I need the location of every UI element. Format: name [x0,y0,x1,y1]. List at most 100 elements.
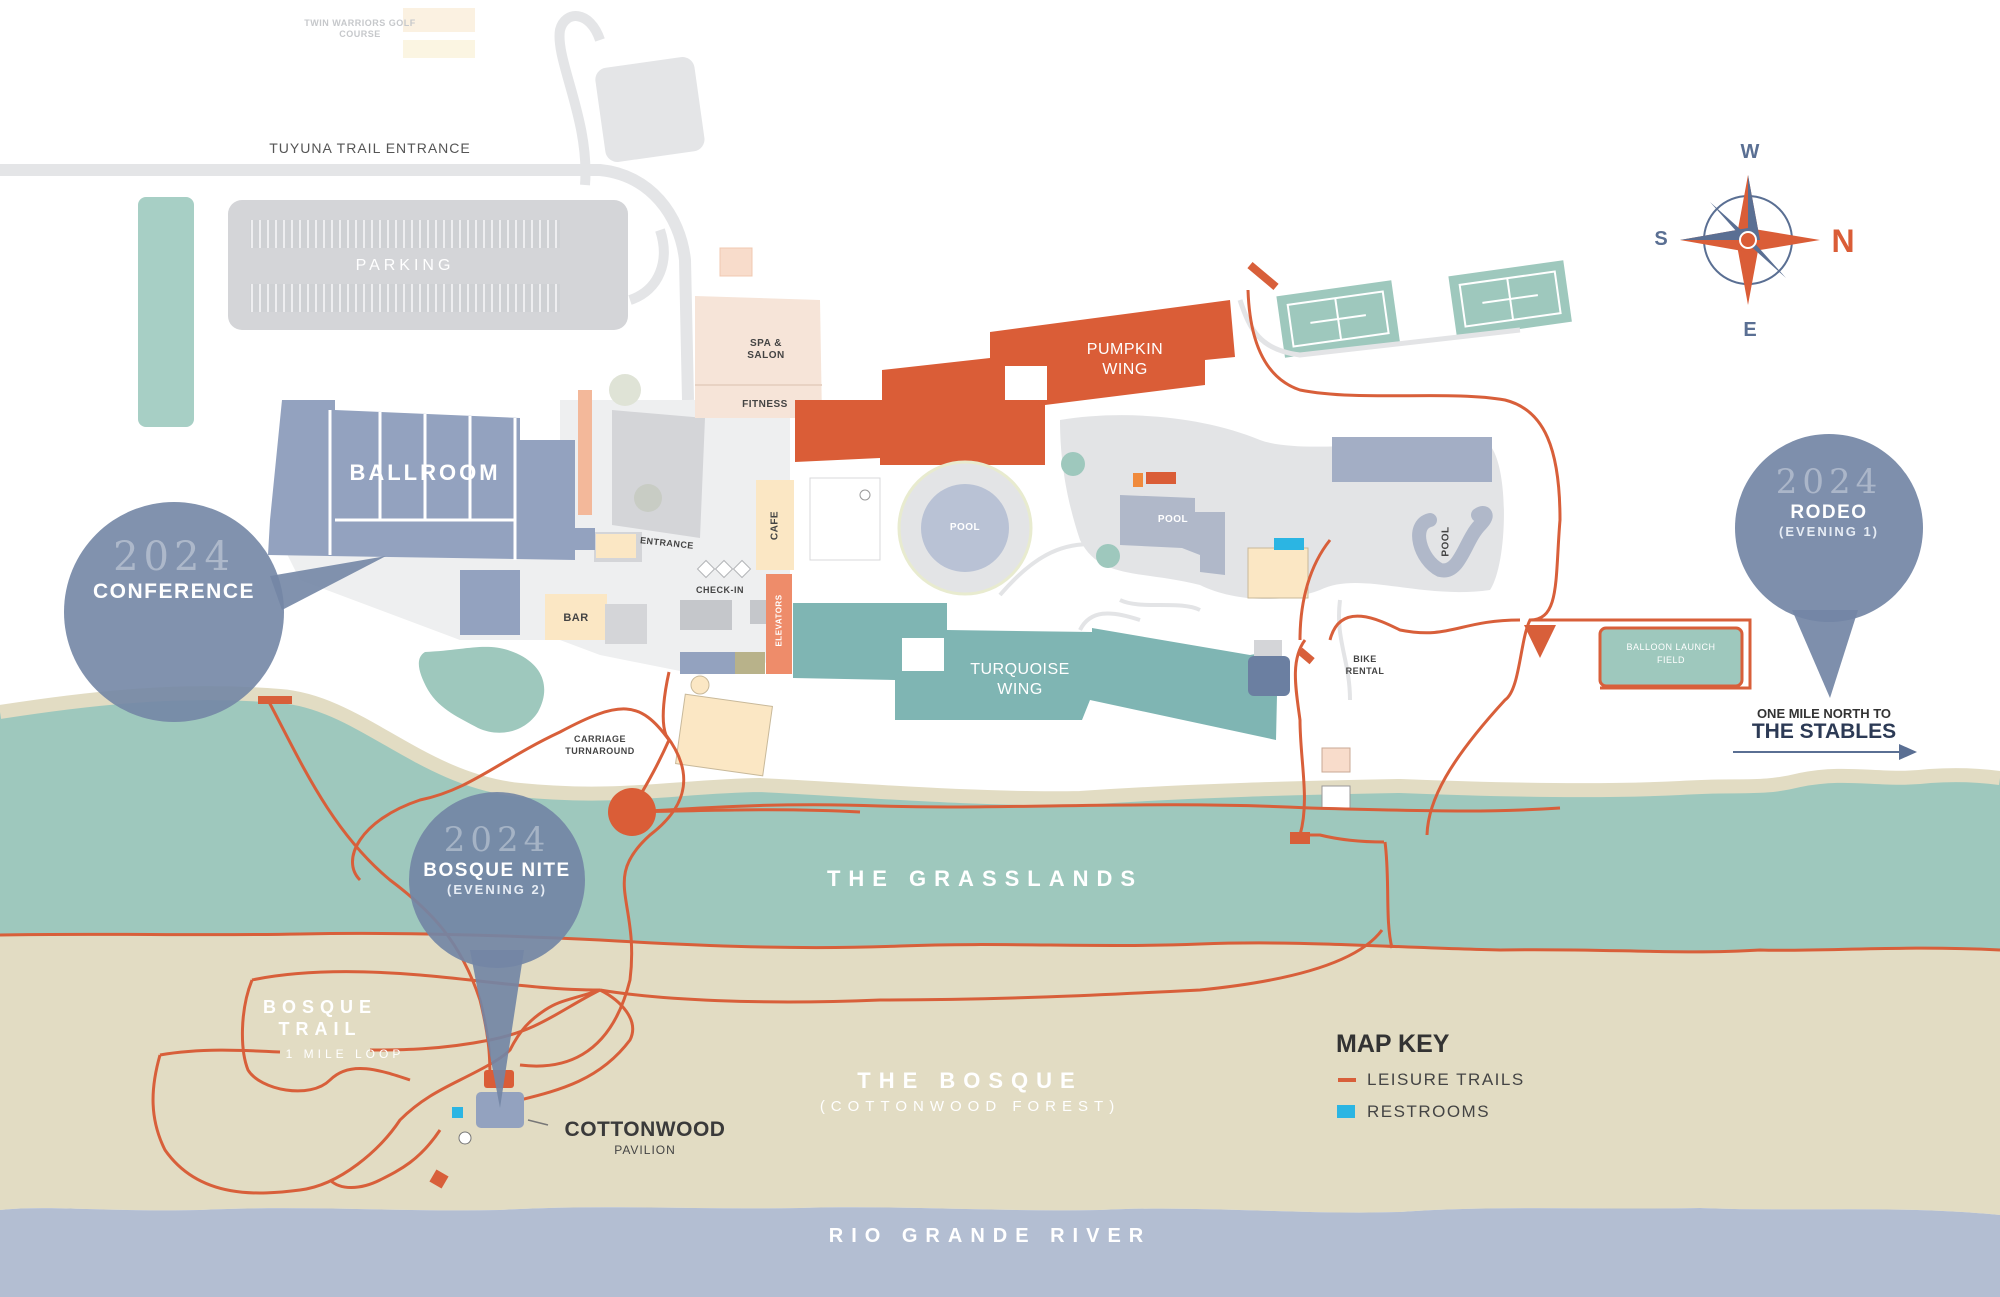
trailhead-marker-west [258,696,292,704]
golf-shed [595,57,705,162]
parking-stalls-top [250,220,560,248]
carriage-building [674,693,774,777]
trailhead-marker-balloon [1524,625,1556,658]
tennis-court-2 [1448,260,1572,338]
cottonwood-pavilion [476,1092,524,1128]
tennis-walkway [1237,299,1521,358]
fountain [609,374,641,406]
bosque-nite-bubble: 2024 BOSQUE NITE (EVENING 2) [397,820,597,897]
cottonwood-dot [458,1131,472,1145]
cafe-label: CAFE [769,510,781,541]
parking-label: PARKING [355,257,455,274]
balloon-field [1598,626,1744,688]
east-pool-red [1146,472,1176,484]
cabana-restroom [1274,538,1304,550]
balloon-field-label: BALLOON LAUNCH FIELD [1626,642,1716,665]
turquoise-wing-label: TURQUOISE WING [970,661,1070,698]
spa-building [695,296,822,418]
courtyard-lawn [612,410,705,538]
ballroom-label: BALLROOM [349,460,501,485]
rodeo-year: 2024 [1775,462,1883,502]
cottonwood-leader [527,1119,549,1126]
bike-rental-hut-2 [1321,785,1351,809]
lobby-olive [735,652,765,674]
golf-course-label: TWIN WARRIORS GOLF COURSE [304,18,416,39]
elevators [766,574,792,674]
elevators-label: ELEVATORS [774,594,784,647]
bike-rental-label: BIKE RENTAL [1345,654,1385,676]
map-key-trails: LEISURE TRAILS [1367,1070,1525,1089]
conference-title: CONFERENCE [92,580,255,603]
grasslands-zone [0,693,2000,952]
garden-1 [1061,452,1085,476]
compass-e: E [1743,319,1757,341]
tuyuna-trail-label: TUYUNA TRAIL ENTRANCE [269,140,471,156]
river-label: RIO GRANDE RIVER [828,1225,1152,1247]
rodeo-bubble: 2024 RODEO (EVENING 1) [1729,462,1929,539]
bike-rental-path [1337,599,1352,701]
cabana-block [1247,547,1309,599]
pool-deck [809,477,881,561]
compass-w: W [1740,141,1760,163]
pool-deck-dot [859,489,871,501]
east-pool-label: POOL [1157,514,1189,525]
east-pool-orange [1133,473,1143,487]
compass-n: N [1831,223,1855,259]
golf-course-swatch [403,8,475,32]
checkin-label: CHECK-IN [696,585,744,595]
lobby-gray-2 [750,600,768,624]
bosque-trail-sub-label: 1 MILE LOOP [285,1047,405,1061]
river-zone [0,1207,2000,1297]
stables-label: THE STABLES [1751,720,1897,743]
ballroom-strip [578,390,592,515]
carriage-label: CARRIAGE TURNAROUND [565,734,635,756]
bosque-label: THE BOSQUE [857,1068,1083,1093]
map-key-title: MAP KEY [1336,1030,1450,1058]
main-pool-label: POOL [949,522,981,533]
trailhead-marker-bike [1297,647,1315,665]
compass-rose [1680,175,1820,305]
resort-ground [270,520,780,675]
conference-bubble: 2024 CONFERENCE [64,534,284,604]
parking-stalls-bottom [250,284,560,312]
rodeo-pin [1735,434,1923,698]
spa-annex [719,247,753,277]
entrance-cream [596,534,636,558]
main-pool [921,484,1009,572]
lobby-blue [680,652,735,674]
bar-building [545,594,607,640]
checkin-kiosks [696,559,752,579]
trailhead-marker-south [1290,832,1310,844]
cottonwood-restroom [452,1107,463,1118]
grasslands-label: THE GRASSLANDS [826,866,1144,891]
carriage-dot [690,675,710,695]
lobby-gray-1 [680,600,732,630]
lazy-river-pool [1412,506,1493,578]
rodeo-title: RODEO [1790,502,1868,523]
bosque-sub-label: (COTTONWOOD FOREST) [819,1098,1121,1115]
bar-label: BAR [563,612,589,624]
green-pond [418,646,545,733]
bosque-nite-year: 2024 [443,820,551,860]
golf-path [554,11,605,186]
map-key-restrooms: RESTROOMS [1367,1102,1491,1121]
pumpkin-courtyard [1005,366,1047,400]
main-road [0,164,694,401]
bosque-nite-sub: (EVENING 2) [446,882,547,897]
cottonwood-label: COTTONWOOD [564,1118,726,1141]
bosque-trail-label: BOSQUE TRAIL [262,997,377,1039]
east-long-building [1332,437,1492,482]
ballroom-divisions [328,410,517,560]
bosque-trail-marker [429,1169,449,1189]
golf-course-swatch-2 [403,40,475,58]
compass-s: S [1654,228,1668,250]
key-restroom-swatch [1337,1105,1355,1118]
bike-rental-hut [1321,747,1351,773]
entrance-blue [565,528,595,550]
cafe-building [756,480,794,570]
lazy-pool-label: POOL [1440,526,1452,557]
stables-small-label: ONE MILE NORTH TO [1756,706,1892,721]
road-loop [628,228,669,305]
